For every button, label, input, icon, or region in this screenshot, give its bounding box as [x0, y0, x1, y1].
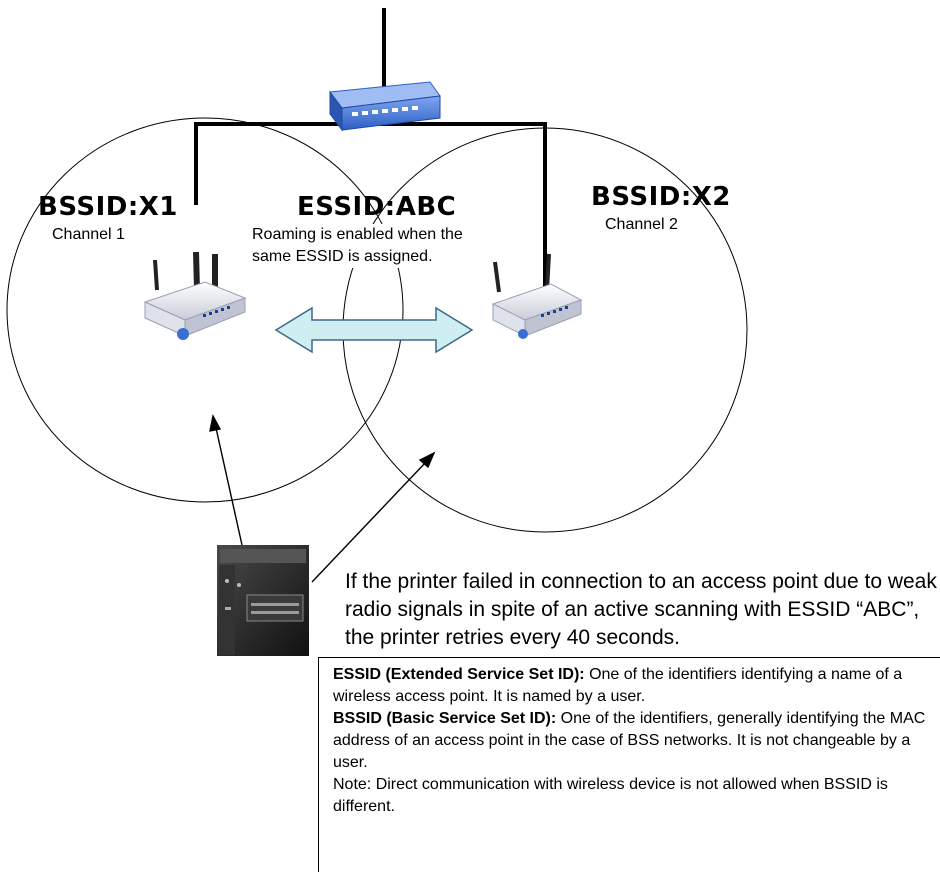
- bssid-x2-label: BSSID:X2: [591, 182, 731, 212]
- essid-text: One of the identifiers identifying a nam…: [333, 666, 903, 705]
- double-arrow-icon: [274, 306, 474, 354]
- essid-abc-label: ESSID:ABC: [297, 192, 457, 222]
- essid-definition: ESSID (Extended Service Set ID): One of …: [333, 664, 930, 708]
- access-point-icon: [491, 253, 583, 339]
- bssid-definition: BSSID (Basic Service Set ID): One of the…: [333, 708, 930, 774]
- bssid-term: BSSID (Basic Service Set ID):: [333, 710, 557, 727]
- retry-note: If the printer failed in connection to a…: [345, 570, 937, 649]
- definitions-box: ESSID (Extended Service Set ID): One of …: [318, 657, 940, 872]
- network-hub-icon: [329, 81, 441, 132]
- roaming-note: Roaming is enabled when the same ESSID i…: [252, 224, 492, 268]
- printer-icon: [217, 545, 309, 656]
- access-point-icon: [143, 251, 247, 340]
- coverage-circle-x1: [6, 117, 404, 503]
- scan-arrows: [209, 413, 436, 583]
- essid-term: ESSID (Extended Service Set ID):: [333, 666, 585, 683]
- bssid-text: One of the identifiers, generally identi…: [333, 710, 926, 771]
- channel-1-label: Channel 1: [52, 226, 125, 243]
- bssid-x1-label: BSSID:X1: [38, 192, 178, 222]
- bssid-note: Note: Direct communication with wireless…: [333, 776, 888, 815]
- channel-2-label: Channel 2: [605, 216, 678, 233]
